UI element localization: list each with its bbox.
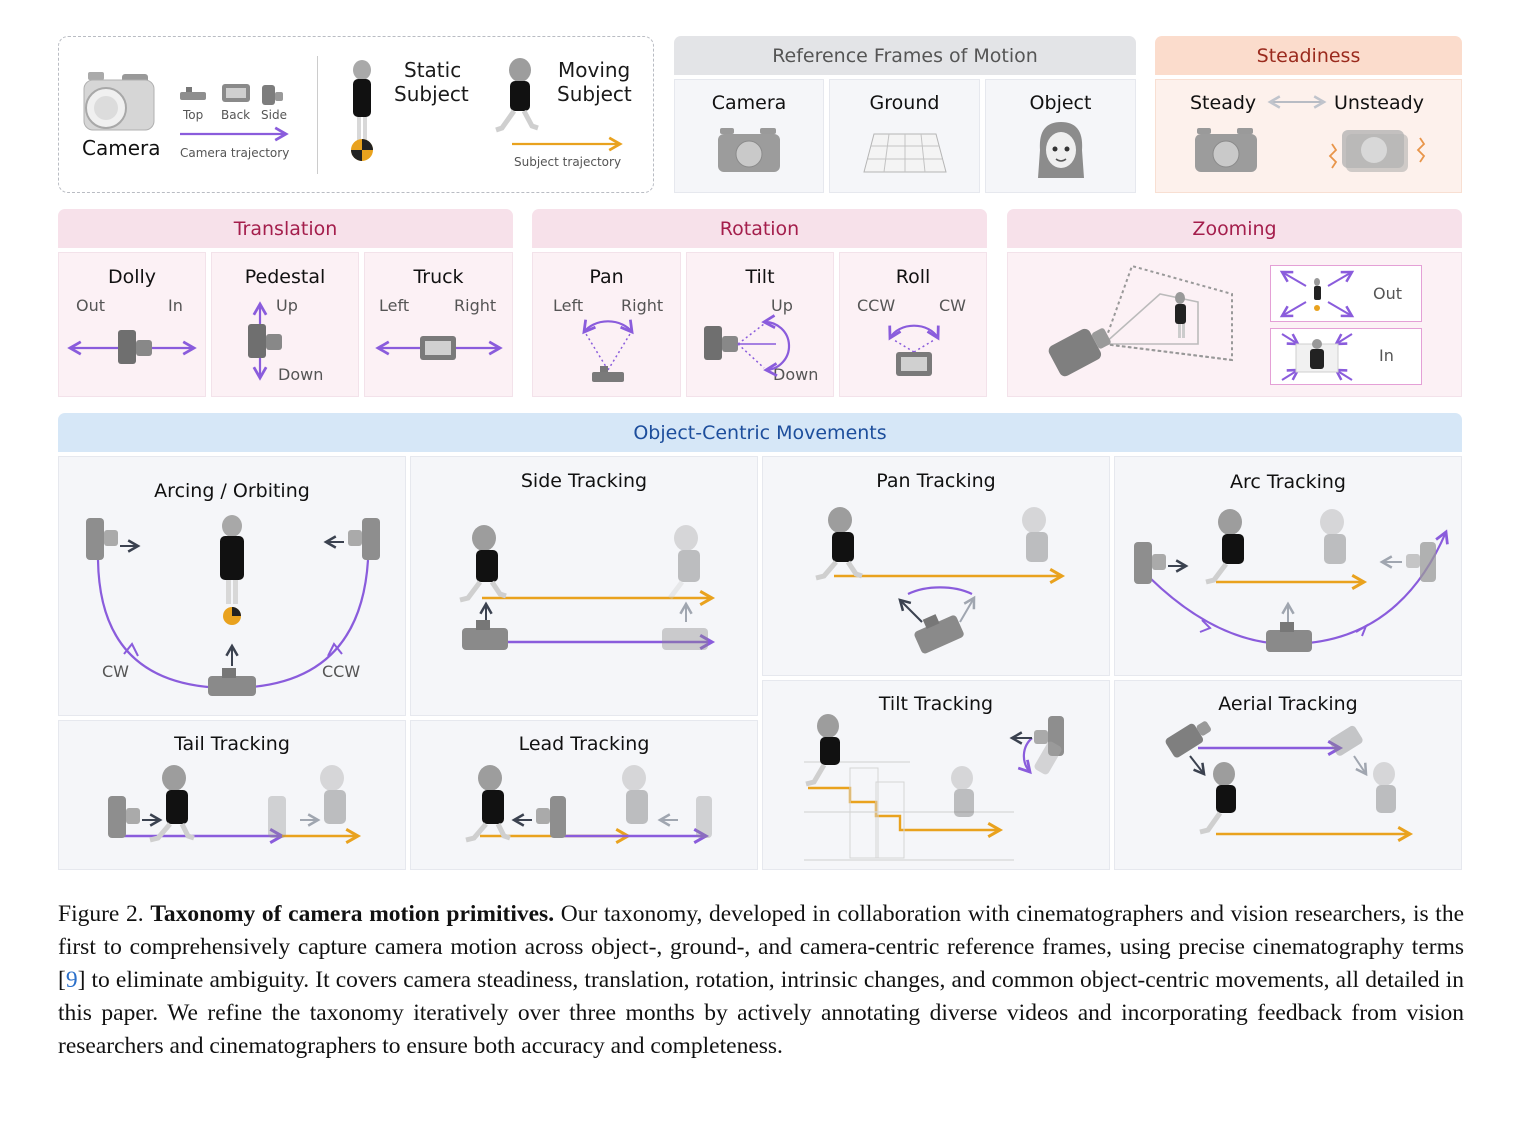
- tilt-tracking-title: Tilt Tracking: [878, 693, 994, 715]
- pan-title: Pan: [589, 266, 624, 288]
- moving-subject-figure: [495, 58, 539, 133]
- camera-icon: [83, 72, 155, 131]
- object-face-icon: [1038, 122, 1084, 178]
- steadiness-header: Steadiness: [1155, 36, 1462, 75]
- roll-title: Roll: [895, 266, 931, 288]
- caption-figure-number: Figure 2.: [58, 901, 144, 927]
- lead-tracking-diagram: [465, 765, 712, 845]
- zooming-header: Zooming: [1007, 209, 1462, 248]
- static-subject-label-1: Static: [404, 58, 462, 82]
- dolly-title: Dolly: [107, 266, 157, 288]
- zoom-in-label: In: [1379, 346, 1394, 365]
- subject-trajectory-arrow: [512, 136, 623, 152]
- arcing-ccw-label: CCW: [322, 662, 361, 681]
- ref-camera-icon: [718, 128, 780, 172]
- lead-tracking-cell: [410, 720, 758, 870]
- pedestal-diagram: [248, 301, 282, 381]
- arcing-cw-label: CW: [102, 662, 129, 681]
- moving-subject-label-2: Subject: [557, 82, 632, 106]
- view-back-label: Back: [221, 108, 251, 122]
- static-subject-label-2: Subject: [394, 82, 469, 106]
- unsteady-camera-icon: [1328, 130, 1426, 172]
- ref-ground-label: Ground: [869, 92, 940, 114]
- aerial-tracking-title: Aerial Tracking: [1218, 693, 1358, 715]
- roll-ccw-label: CCW: [857, 296, 896, 315]
- rotation-header: Rotation: [532, 209, 987, 248]
- subject-trajectory-label: Subject trajectory: [514, 155, 622, 169]
- steady-camera-icon: [1195, 128, 1257, 172]
- tail-tracking-title: Tail Tracking: [174, 733, 290, 755]
- caption-bold-title: Taxonomy of camera motion primitives.: [150, 901, 555, 927]
- ref-camera-label: Camera: [711, 92, 787, 114]
- static-subject-figure: [351, 60, 373, 161]
- zoom-frustum-diagram: [1048, 264, 1233, 377]
- ground-grid-icon: [863, 133, 947, 173]
- tail-tracking-diagram: [108, 765, 362, 845]
- truck-diagram: [375, 336, 503, 360]
- tilt-title: Tilt: [745, 266, 775, 288]
- steady-label: Steady: [1190, 92, 1257, 114]
- legend-panel: [58, 36, 654, 193]
- tail-tracking-cell: [58, 720, 406, 870]
- lead-tracking-title: Lead Tracking: [518, 733, 650, 755]
- zoom-in-diagram: [1281, 333, 1353, 381]
- truck-left-label: Left: [379, 296, 410, 315]
- steady-unsteady-arrow: [1267, 95, 1327, 109]
- arc-tracking-title: Arc Tracking: [1230, 471, 1346, 493]
- tilt-diagram: [704, 314, 791, 377]
- legend-divider: [317, 56, 318, 174]
- moving-subject-label-1: Moving: [558, 58, 631, 82]
- pedestal-cell: [211, 252, 359, 397]
- camera-views-icon: [180, 84, 283, 105]
- pan-tracking-diagram: [815, 507, 1066, 654]
- camera-label: Camera: [82, 136, 161, 160]
- pedestal-title: Pedestal: [244, 266, 326, 288]
- side-tracking-cell: [410, 456, 758, 716]
- zoom-out-diagram: [1279, 270, 1355, 318]
- pan-left-label: Left: [553, 296, 584, 315]
- dolly-out-label: Out: [76, 296, 106, 315]
- roll-cw-label: CW: [939, 296, 966, 315]
- tilt-up-label: Up: [771, 296, 793, 315]
- pan-tracking-title: Pan Tracking: [876, 470, 996, 492]
- arcing-diagram: [86, 515, 380, 696]
- reference-frames-header: Reference Frames of Motion: [674, 36, 1136, 75]
- zoom-out-label: Out: [1373, 284, 1403, 303]
- translation-header: Translation: [58, 209, 513, 248]
- pedestal-up-label: Up: [276, 296, 298, 315]
- unsteady-label: Unsteady: [1334, 92, 1424, 114]
- pedestal-down-label: Down: [278, 365, 324, 384]
- dolly-in-label: In: [168, 296, 183, 315]
- view-side-label: Side: [261, 108, 287, 122]
- camera-trajectory-label: Camera trajectory: [180, 146, 290, 160]
- roll-diagram: [888, 324, 940, 376]
- tilt-down-label: Down: [773, 365, 819, 384]
- tilt-tracking-diagram: [804, 714, 1064, 861]
- caption-citation-link[interactable]: 9: [65, 967, 78, 993]
- truck-title: Truck: [413, 266, 464, 288]
- arc-tracking-diagram: [1134, 509, 1449, 652]
- side-tracking-title: Side Tracking: [520, 470, 648, 492]
- caption-text-2: ] to eliminate ambiguity. It covers came…: [58, 967, 1464, 1059]
- caption-text-1: Our taxonomy, developed in collaboration…: [58, 901, 1465, 993]
- pan-diagram: [582, 319, 634, 382]
- dolly-cell: [58, 252, 206, 397]
- camera-trajectory-arrow: [180, 126, 289, 142]
- side-tracking-diagram: [459, 525, 716, 651]
- object-centric-header: Object-Centric Movements: [58, 413, 1462, 452]
- truck-right-label: Right: [454, 296, 497, 315]
- aerial-tracking-diagram: [1165, 721, 1414, 843]
- arcing-title: Arcing / Orbiting: [154, 480, 310, 502]
- ref-object-label: Object: [1029, 92, 1092, 114]
- figure-caption: Figure 2. Taxonomy of camera motion prim…: [58, 898, 1464, 1063]
- tilt-cell: [686, 252, 834, 397]
- truck-cell: [364, 252, 513, 397]
- dolly-diagram: [67, 330, 197, 364]
- pan-right-label: Right: [621, 296, 664, 315]
- view-top-label: Top: [183, 108, 204, 122]
